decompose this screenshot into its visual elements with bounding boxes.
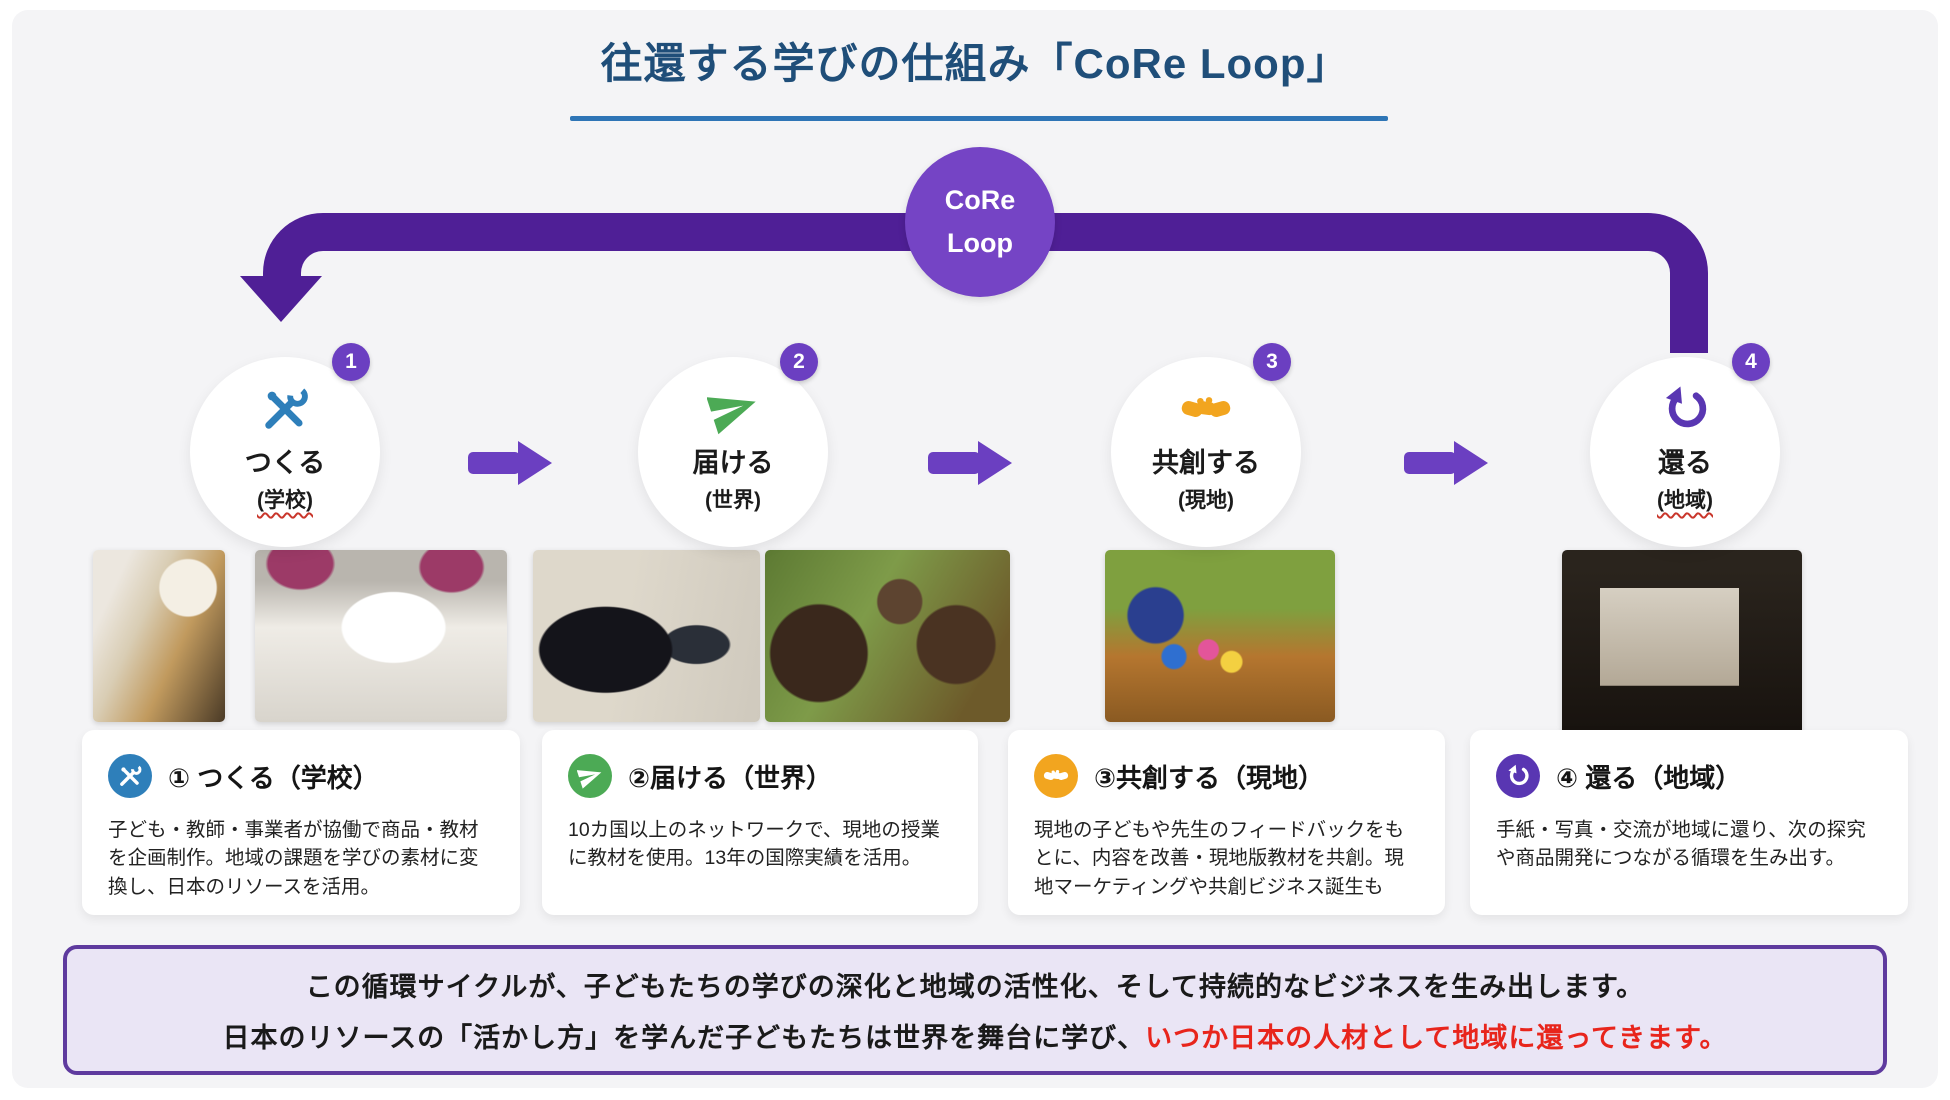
step-1-label: つくる [244,448,326,478]
step-3-label: 共創する [1152,448,1260,478]
core-loop-circle: CoRe Loop [905,147,1055,297]
step-circle-tsukuru: 1 つくる (学校) [190,343,380,547]
card-step-1: ① つくる（学校） 子ども・教師・事業者が協働で商品・教材を企画制作。地域の課題… [82,730,520,915]
step-3-badge: 3 [1253,343,1291,381]
step-4-badge: 4 [1732,343,1770,381]
photo-children-group-smiling-outdoors [765,550,1010,722]
summary-line-2: 日本のリソースの「活かし方」を学んだ子どもたちは世界を舞台に学び、いつか日本の人… [223,1016,1728,1055]
photo-children-crafting-at-table-outdoors [1105,550,1335,722]
loop-down-arrowhead-icon [240,276,322,322]
arrow-step1-to-step2-icon [468,441,552,485]
step-1-badge: 1 [332,343,370,381]
card-3-title: ③共創する（現地） [1094,762,1325,793]
summary-line-1: この循環サイクルが、子どもたちの学びの深化と地域の活性化、そして持続的なビジネス… [305,972,1645,1002]
card-4-title: ④ 還る（地域） [1556,762,1742,793]
photo-furikake-package-with-rice-bowl [93,550,225,722]
card-4-body: 手紙・写真・交流が地域に還り、次の探究や商品開発につながる循環を生み出す。 [1496,819,1866,870]
step-circle-kyoso: 3 共創する (現地) [1111,343,1301,547]
tools-icon [259,383,311,435]
return-arrow-icon [1659,383,1711,435]
step-circle-todokeru: 2 届ける (世界) [638,343,828,547]
card-1-title: ① つくる（学校） [168,762,379,793]
arrow-step2-to-step3-icon [928,441,1012,485]
paper-plane-icon [568,754,612,798]
loop-corner-right [1622,213,1708,353]
page-title: 往還する学びの仕組み「CoRe Loop」 [600,40,1350,87]
paper-plane-icon [707,383,759,435]
step-4-sublabel: (地域) [1657,489,1713,512]
card-step-4: ④ 還る（地域） 手紙・写真・交流が地域に還り、次の探究や商品開発につながる循環… [1470,730,1908,915]
summary-line-2-red: いつか日本の人材として地域に還ってきます。 [1145,1023,1728,1053]
step-1-sublabel: (学校) [257,489,313,512]
title-underline [570,116,1388,121]
card-2-title: ②届ける（世界） [628,762,833,793]
summary-box: この循環サイクルが、子どもたちの学びの深化と地域の活性化、そして持続的なビジネス… [63,945,1887,1075]
photo-children-message-cards-on-table [255,550,507,722]
step-2-sublabel: (世界) [705,489,761,512]
step-2-label: 届ける [692,448,774,478]
handshake-icon [1180,383,1232,435]
step-3-sublabel: (現地) [1178,489,1234,512]
handshake-icon [1034,754,1078,798]
step-2-badge: 2 [780,343,818,381]
core-loop-circle-line1: CoRe [944,184,1016,215]
card-2-body: 10カ国以上のネットワークで、現地の授業に教材を使用。13年の国際実績を活用。 [568,819,940,870]
arrow-step3-to-step4-icon [1404,441,1488,485]
step-4-label: 還る [1658,448,1712,478]
tools-icon [108,754,152,798]
summary-line-2-black: 日本のリソースの「活かし方」を学んだ子どもたちは世界を舞台に学び、 [222,1023,1146,1053]
core-loop-circle-line2: Loop [947,228,1013,258]
card-1-body: 子ども・教師・事業者が協働で商品・教材を企画制作。地域の課題を学びの素材に変換し… [108,819,479,898]
return-arrow-icon [1496,754,1540,798]
card-3-body: 現地の子どもや先生のフィードバックをもとに、内容を改善・現地版教材を共創。現地マ… [1034,819,1405,898]
photo-woman-showing-drawing-at-outdoor-class [533,550,760,722]
card-step-3: ③共創する（現地） 現地の子どもや先生のフィードバックをもとに、内容を改善・現地… [1008,730,1445,915]
card-step-2: ②届ける（世界） 10カ国以上のネットワークで、現地の授業に教材を使用。13年の… [542,730,978,915]
step-circle-kaeru: 4 還る (地域) [1590,343,1780,547]
photo-stage-presentation-in-auditorium [1562,550,1802,738]
